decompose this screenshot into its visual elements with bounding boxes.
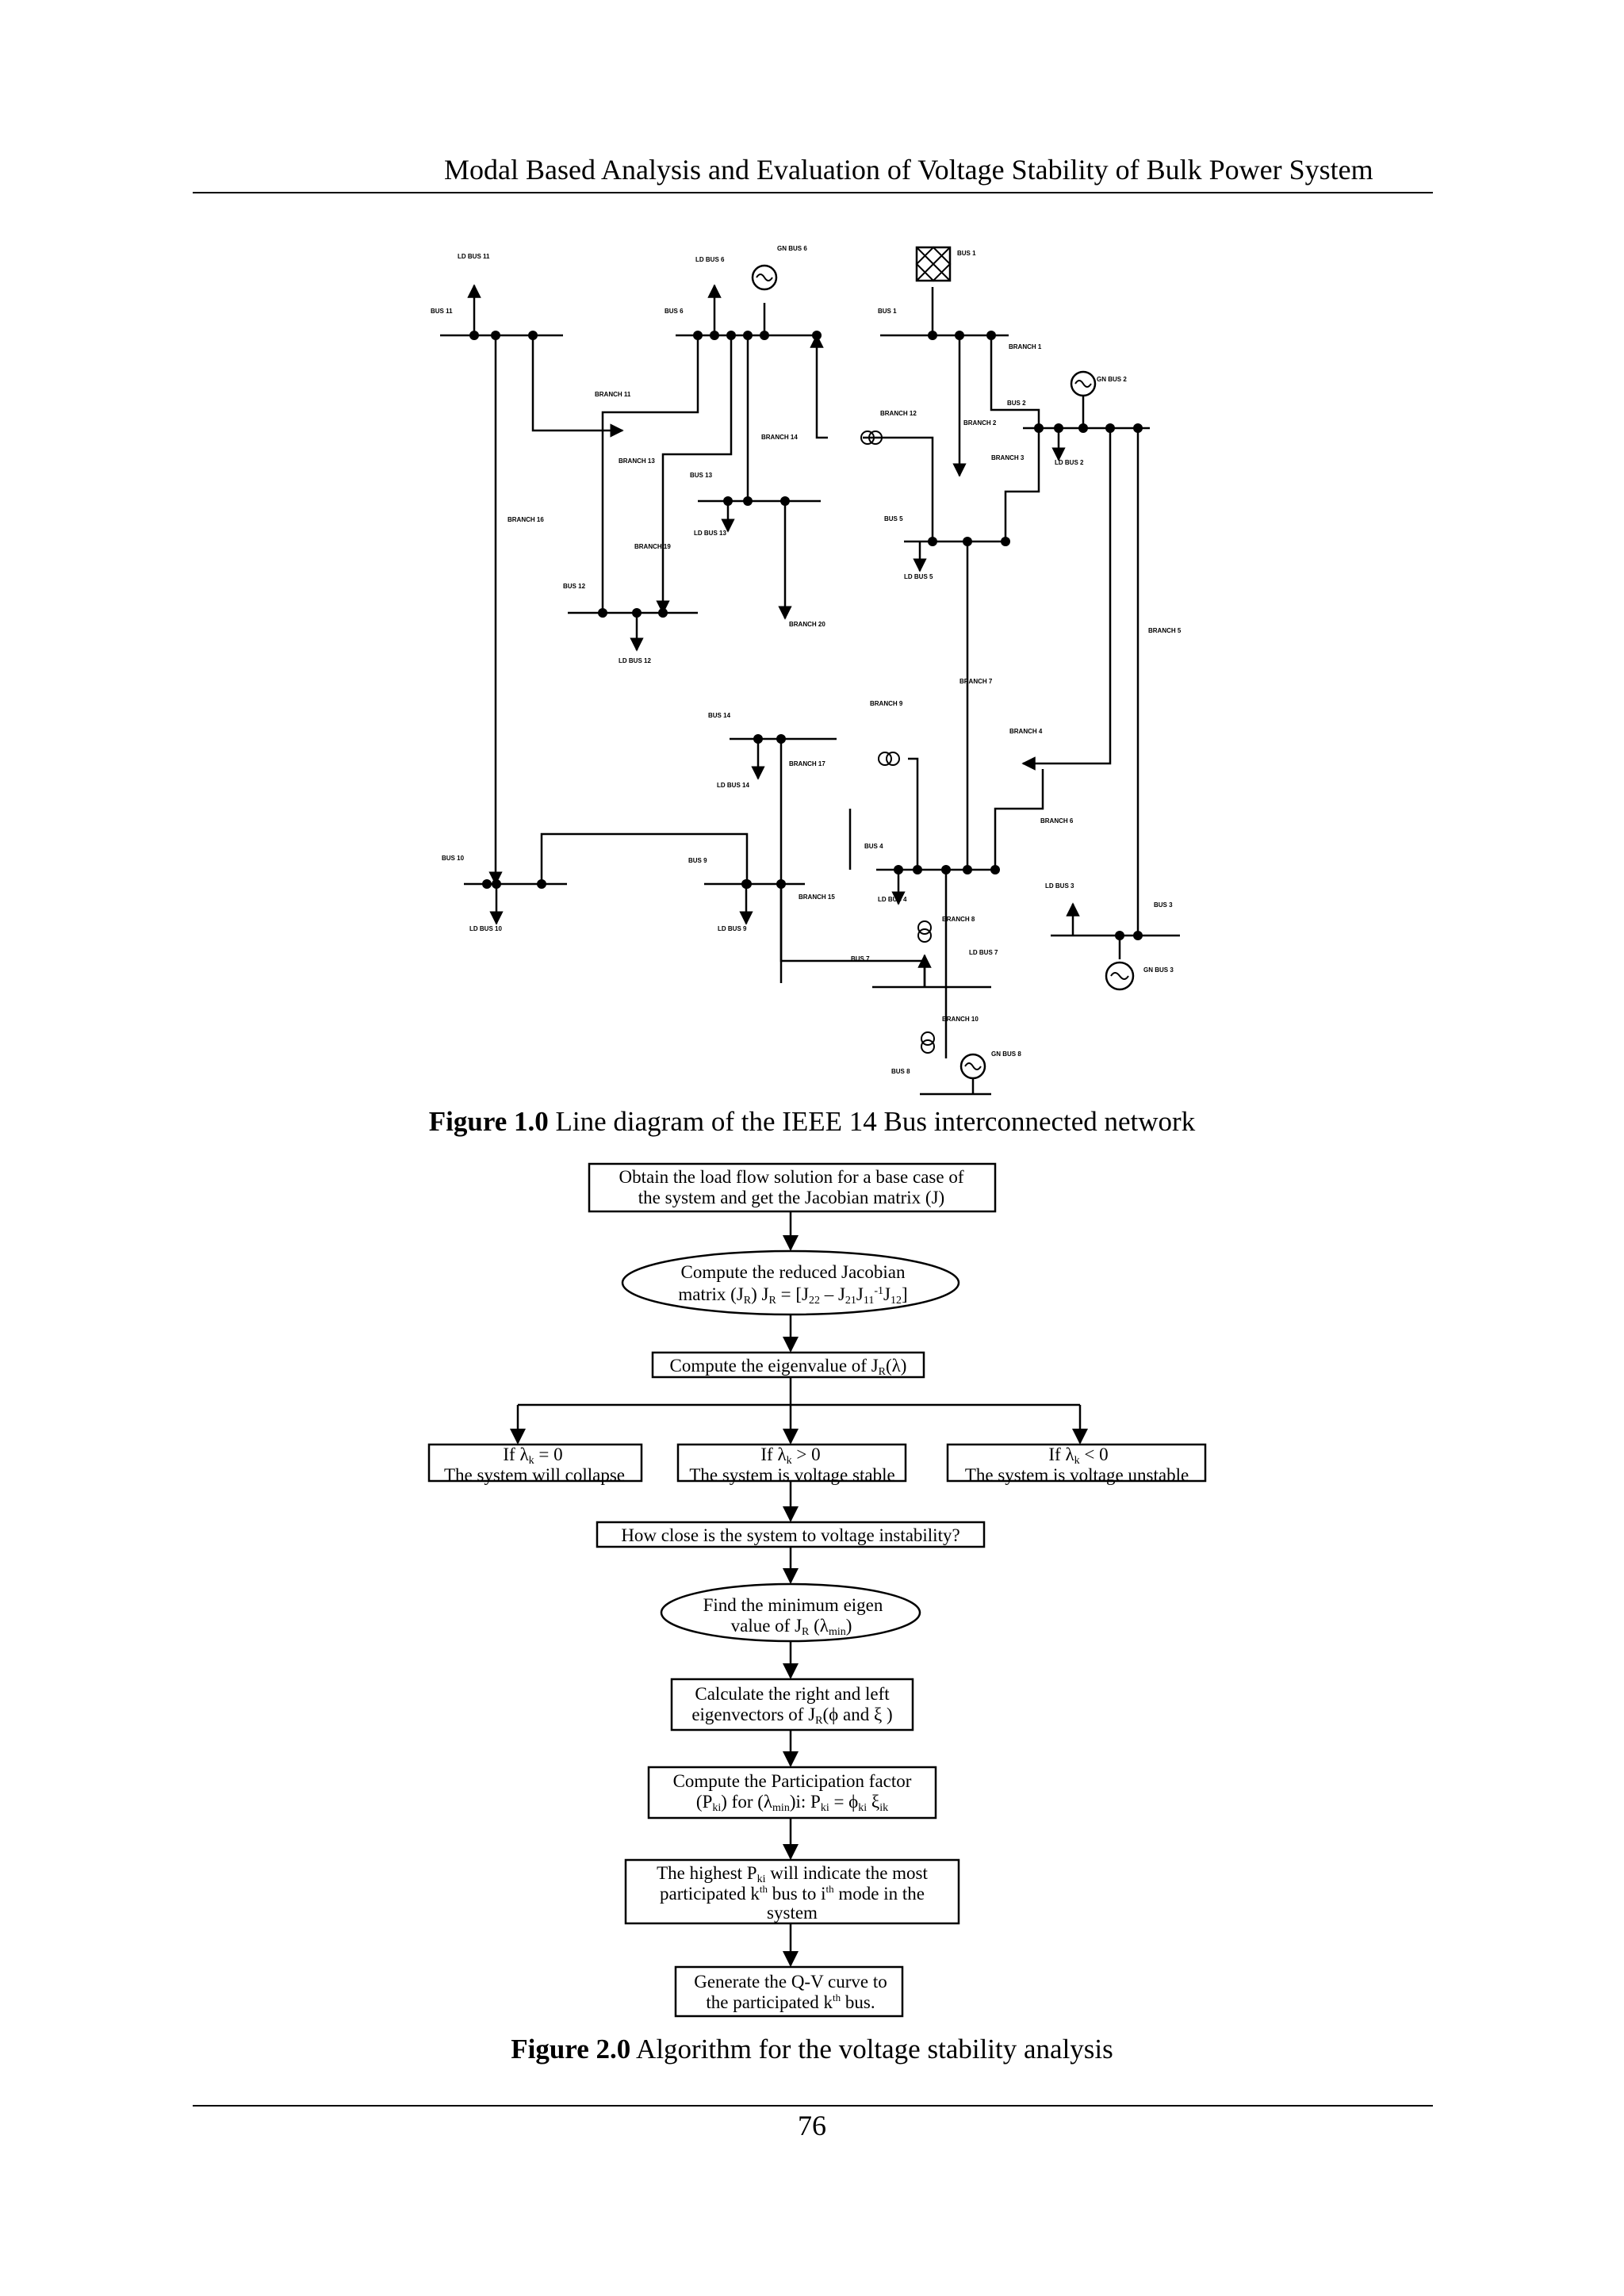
label-ld-bus-9: LD BUS 9 — [718, 925, 747, 932]
label-branch-12: BRANCH 12 — [880, 410, 917, 417]
label-bus-6: BUS 6 — [665, 308, 684, 315]
label-branch-10: BRANCH 10 — [942, 1016, 979, 1023]
figure-1-number: Figure 1.0 — [428, 1106, 549, 1137]
step-3-text: Compute the eigenvalue of JR(λ) — [670, 1356, 907, 1378]
label-bus-13: BUS 13 — [690, 472, 713, 479]
label-ld-bus-13: LD BUS 13 — [694, 530, 726, 537]
step-6-line-1: Calculate the right and left — [695, 1684, 890, 1704]
flowchart-step-eigenvalue — [651, 1351, 925, 1379]
label-bus-3: BUS 3 — [1154, 901, 1173, 909]
step-1-line-1: Obtain the load flow solution for a base… — [619, 1167, 964, 1187]
flowchart-step-load-flow — [588, 1162, 997, 1213]
step-5-line-2: value of JR (λmin) — [731, 1616, 852, 1638]
flowchart-branch-stable — [676, 1443, 907, 1483]
step-2-line-2: matrix (JR) JR = [J22 – J21J11-1J12] — [678, 1284, 907, 1307]
branch-1-line-2: The system will collapse — [444, 1465, 625, 1485]
ieee14-line-diagram: LD BUS 11 BUS 11 LD BUS 6 GN BUS 6 BUS 6… — [431, 245, 1182, 1096]
step-9-line-1: Generate the Q-V curve to — [694, 1972, 887, 1992]
label-branch-14: BRANCH 14 — [761, 434, 798, 441]
label-ld-bus-3: LD BUS 3 — [1045, 882, 1074, 890]
figure-2-caption: Figure 2.0 Algorithm for the voltage sta… — [0, 2034, 1624, 2065]
label-branch-1: BRANCH 1 — [1009, 343, 1042, 350]
label-branch-15: BRANCH 15 — [799, 894, 835, 901]
label-branch-19: BRANCH 19 — [634, 543, 671, 550]
page-number: 76 — [798, 2110, 826, 2141]
label-ld-bus-5: LD BUS 5 — [904, 573, 933, 580]
flowchart-step-participation-factor — [647, 1766, 937, 1820]
label-ld-bus-11: LD BUS 11 — [458, 253, 490, 260]
flowchart-step-reduced-jacobian — [621, 1249, 960, 1316]
label-branch-4: BRANCH 4 — [1009, 728, 1043, 735]
label-bus-4: BUS 4 — [864, 843, 883, 850]
flowchart-step-highest-pki — [624, 1858, 960, 1925]
label-ld-bus-7: LD BUS 7 — [969, 949, 998, 956]
flowchart-branch-collapse — [427, 1443, 643, 1483]
branch-1-line-1: If λk = 0 — [503, 1445, 562, 1467]
label-bus-1-top: BUS 1 — [957, 250, 976, 257]
step-6-line-2: eigenvectors of JR(ϕ and ξ ) — [691, 1705, 892, 1727]
step-8-line-3: system — [767, 1903, 818, 1923]
running-header: Modal Based Analysis and Evaluation of V… — [444, 154, 1373, 186]
label-branch-20: BRANCH 20 — [789, 621, 825, 628]
label-bus-11: BUS 11 — [431, 308, 453, 315]
branch-3-line-1: If λk < 0 — [1048, 1445, 1108, 1467]
figure-1-caption-text: Line diagram of the IEEE 14 Bus intercon… — [548, 1106, 1196, 1137]
voltage-stability-flowchart: Obtain the load flow solution for a base… — [427, 1162, 1207, 2018]
header-rule — [193, 192, 1433, 193]
step-5-line-1: Find the minimum eigen — [703, 1595, 883, 1615]
branch-2-line-1: If λk > 0 — [760, 1445, 820, 1467]
label-branch-8: BRANCH 8 — [942, 916, 975, 923]
flowchart-step-eigenvectors — [670, 1678, 914, 1732]
step-1-line-2: the system and get the Jacobian matrix (… — [638, 1188, 944, 1207]
label-branch-5: BRANCH 5 — [1148, 627, 1182, 634]
step-7-line-2: (Pki) for (λmin)i: Pki = ϕki ξik — [696, 1792, 888, 1814]
step-7-line-1: Compute the Participation factor — [673, 1771, 912, 1791]
label-gn-bus-6: GN BUS 6 — [777, 245, 807, 252]
step-8-line-2: participated kth bus to ith mode in the — [660, 1883, 925, 1904]
branch-2-line-2: The system is voltage stable — [689, 1465, 894, 1485]
label-ld-bus-4: LD BUS 4 — [878, 896, 907, 903]
label-branch-3: BRANCH 3 — [991, 454, 1025, 461]
label-branch-13: BRANCH 13 — [619, 457, 655, 465]
flowchart-branch-unstable — [946, 1443, 1207, 1483]
label-branch-7: BRANCH 7 — [959, 678, 993, 685]
step-9-line-2: the participated kth bus. — [706, 1992, 875, 2012]
label-bus-9: BUS 9 — [688, 857, 707, 864]
label-branch-16: BRANCH 16 — [508, 516, 544, 523]
branch-3-line-2: The system is voltage unstable — [965, 1465, 1189, 1485]
figure-1-caption: Figure 1.0 Line diagram of the IEEE 14 B… — [0, 1106, 1624, 1138]
step-2-line-1: Compute the reduced Jacobian — [681, 1262, 906, 1282]
flowchart-step-qv-curve — [674, 1965, 904, 2018]
label-gn-bus-2: GN BUS 2 — [1097, 376, 1127, 383]
figure-2-caption-text: Algorithm for the voltage stability anal… — [630, 2034, 1113, 2064]
figure-2-number: Figure 2.0 — [511, 2034, 631, 2064]
label-bus-12: BUS 12 — [563, 583, 586, 590]
label-bus-14: BUS 14 — [708, 712, 731, 719]
label-branch-6: BRANCH 6 — [1040, 817, 1074, 825]
label-bus-1: BUS 1 — [878, 308, 897, 315]
flowchart-step-how-close — [596, 1521, 986, 1548]
label-branch-17: BRANCH 17 — [789, 760, 825, 767]
label-bus-5: BUS 5 — [884, 515, 903, 522]
label-branch-2: BRANCH 2 — [963, 419, 997, 427]
footer-rule — [193, 2105, 1433, 2107]
label-ld-bus-10: LD BUS 10 — [469, 925, 502, 932]
label-ld-bus-6: LD BUS 6 — [695, 256, 725, 263]
label-branch-11: BRANCH 11 — [595, 391, 631, 398]
label-bus-8: BUS 8 — [891, 1068, 910, 1075]
label-ld-bus-12: LD BUS 12 — [619, 657, 651, 664]
label-gn-bus-3: GN BUS 3 — [1143, 966, 1174, 974]
label-branch-9: BRANCH 9 — [870, 700, 903, 707]
label-ld-bus-14: LD BUS 14 — [717, 782, 749, 789]
label-bus-2: BUS 2 — [1007, 400, 1026, 407]
label-gn-bus-8: GN BUS 8 — [991, 1050, 1021, 1058]
label-ld-bus-2: LD BUS 2 — [1055, 459, 1084, 466]
label-bus-10: BUS 10 — [442, 855, 465, 862]
step-4-text: How close is the system to voltage insta… — [621, 1525, 959, 1545]
label-bus-7: BUS 7 — [851, 955, 870, 962]
step-8-line-1: The highest Pki will indicate the most — [657, 1863, 928, 1885]
